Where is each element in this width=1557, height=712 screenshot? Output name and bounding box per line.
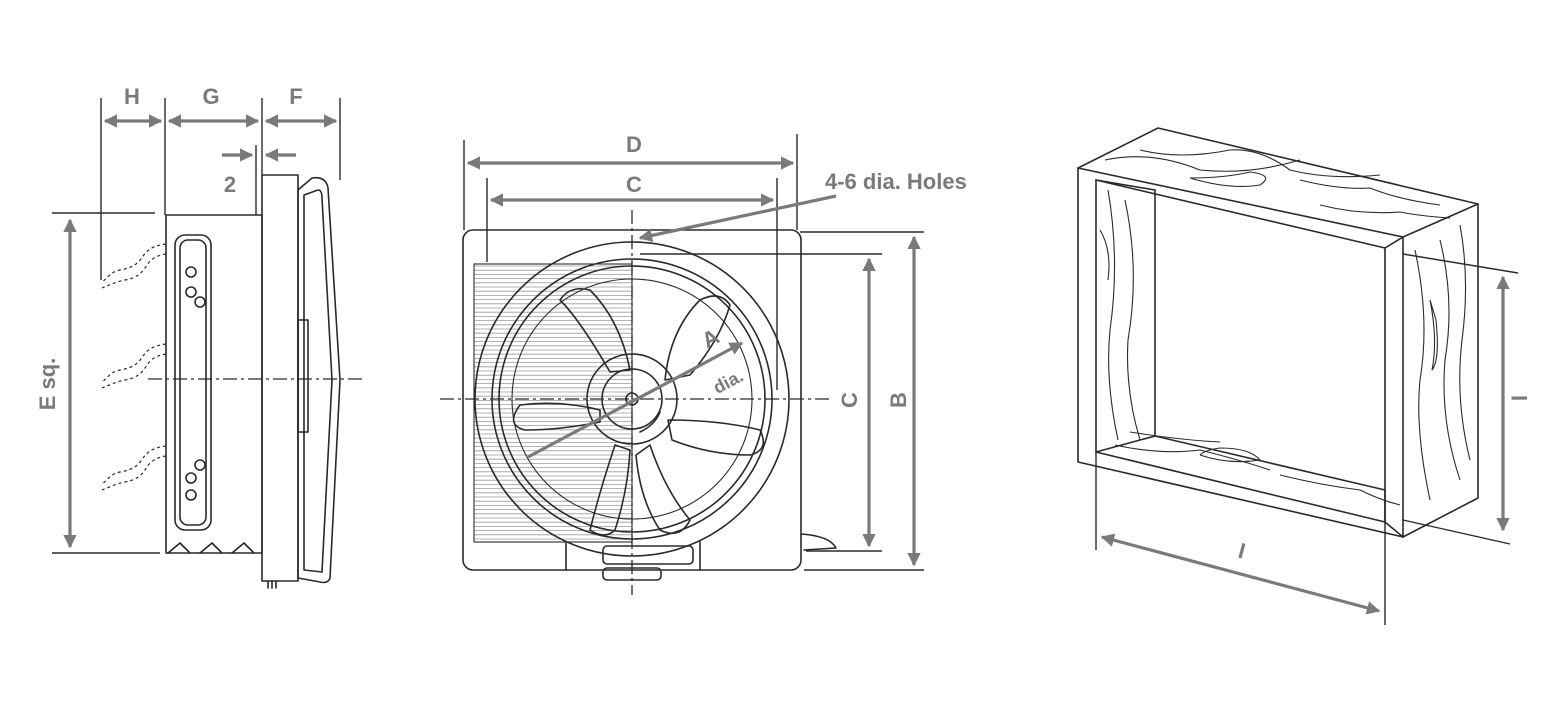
mounting-holes: [185, 266, 206, 501]
fan-blades: [512, 287, 765, 536]
side-view: H G F 2 E sq.: [35, 84, 366, 589]
label-i-vertical: I: [1507, 395, 1532, 401]
label-c-side: C: [837, 392, 862, 408]
label-i-bottom: I: [1236, 538, 1248, 564]
wood-frame-view: I I: [1077, 127, 1532, 625]
label-g: G: [202, 84, 219, 109]
label-d: D: [626, 132, 642, 157]
label-h: H: [124, 84, 140, 109]
label-2: 2: [224, 172, 236, 197]
label-f: F: [289, 84, 302, 109]
label-dia: dia.: [710, 366, 747, 398]
front-view: D C 4-6 dia. Holes A dia. C B: [440, 132, 967, 595]
label-e-sq: E sq.: [35, 358, 60, 411]
label-c-top: C: [626, 172, 642, 197]
label-b: B: [886, 392, 911, 408]
label-holes: 4-6 dia. Holes: [825, 169, 967, 194]
label-a: A: [698, 324, 724, 354]
wood-grain: [1099, 149, 1471, 506]
front-grille: [474, 265, 632, 540]
